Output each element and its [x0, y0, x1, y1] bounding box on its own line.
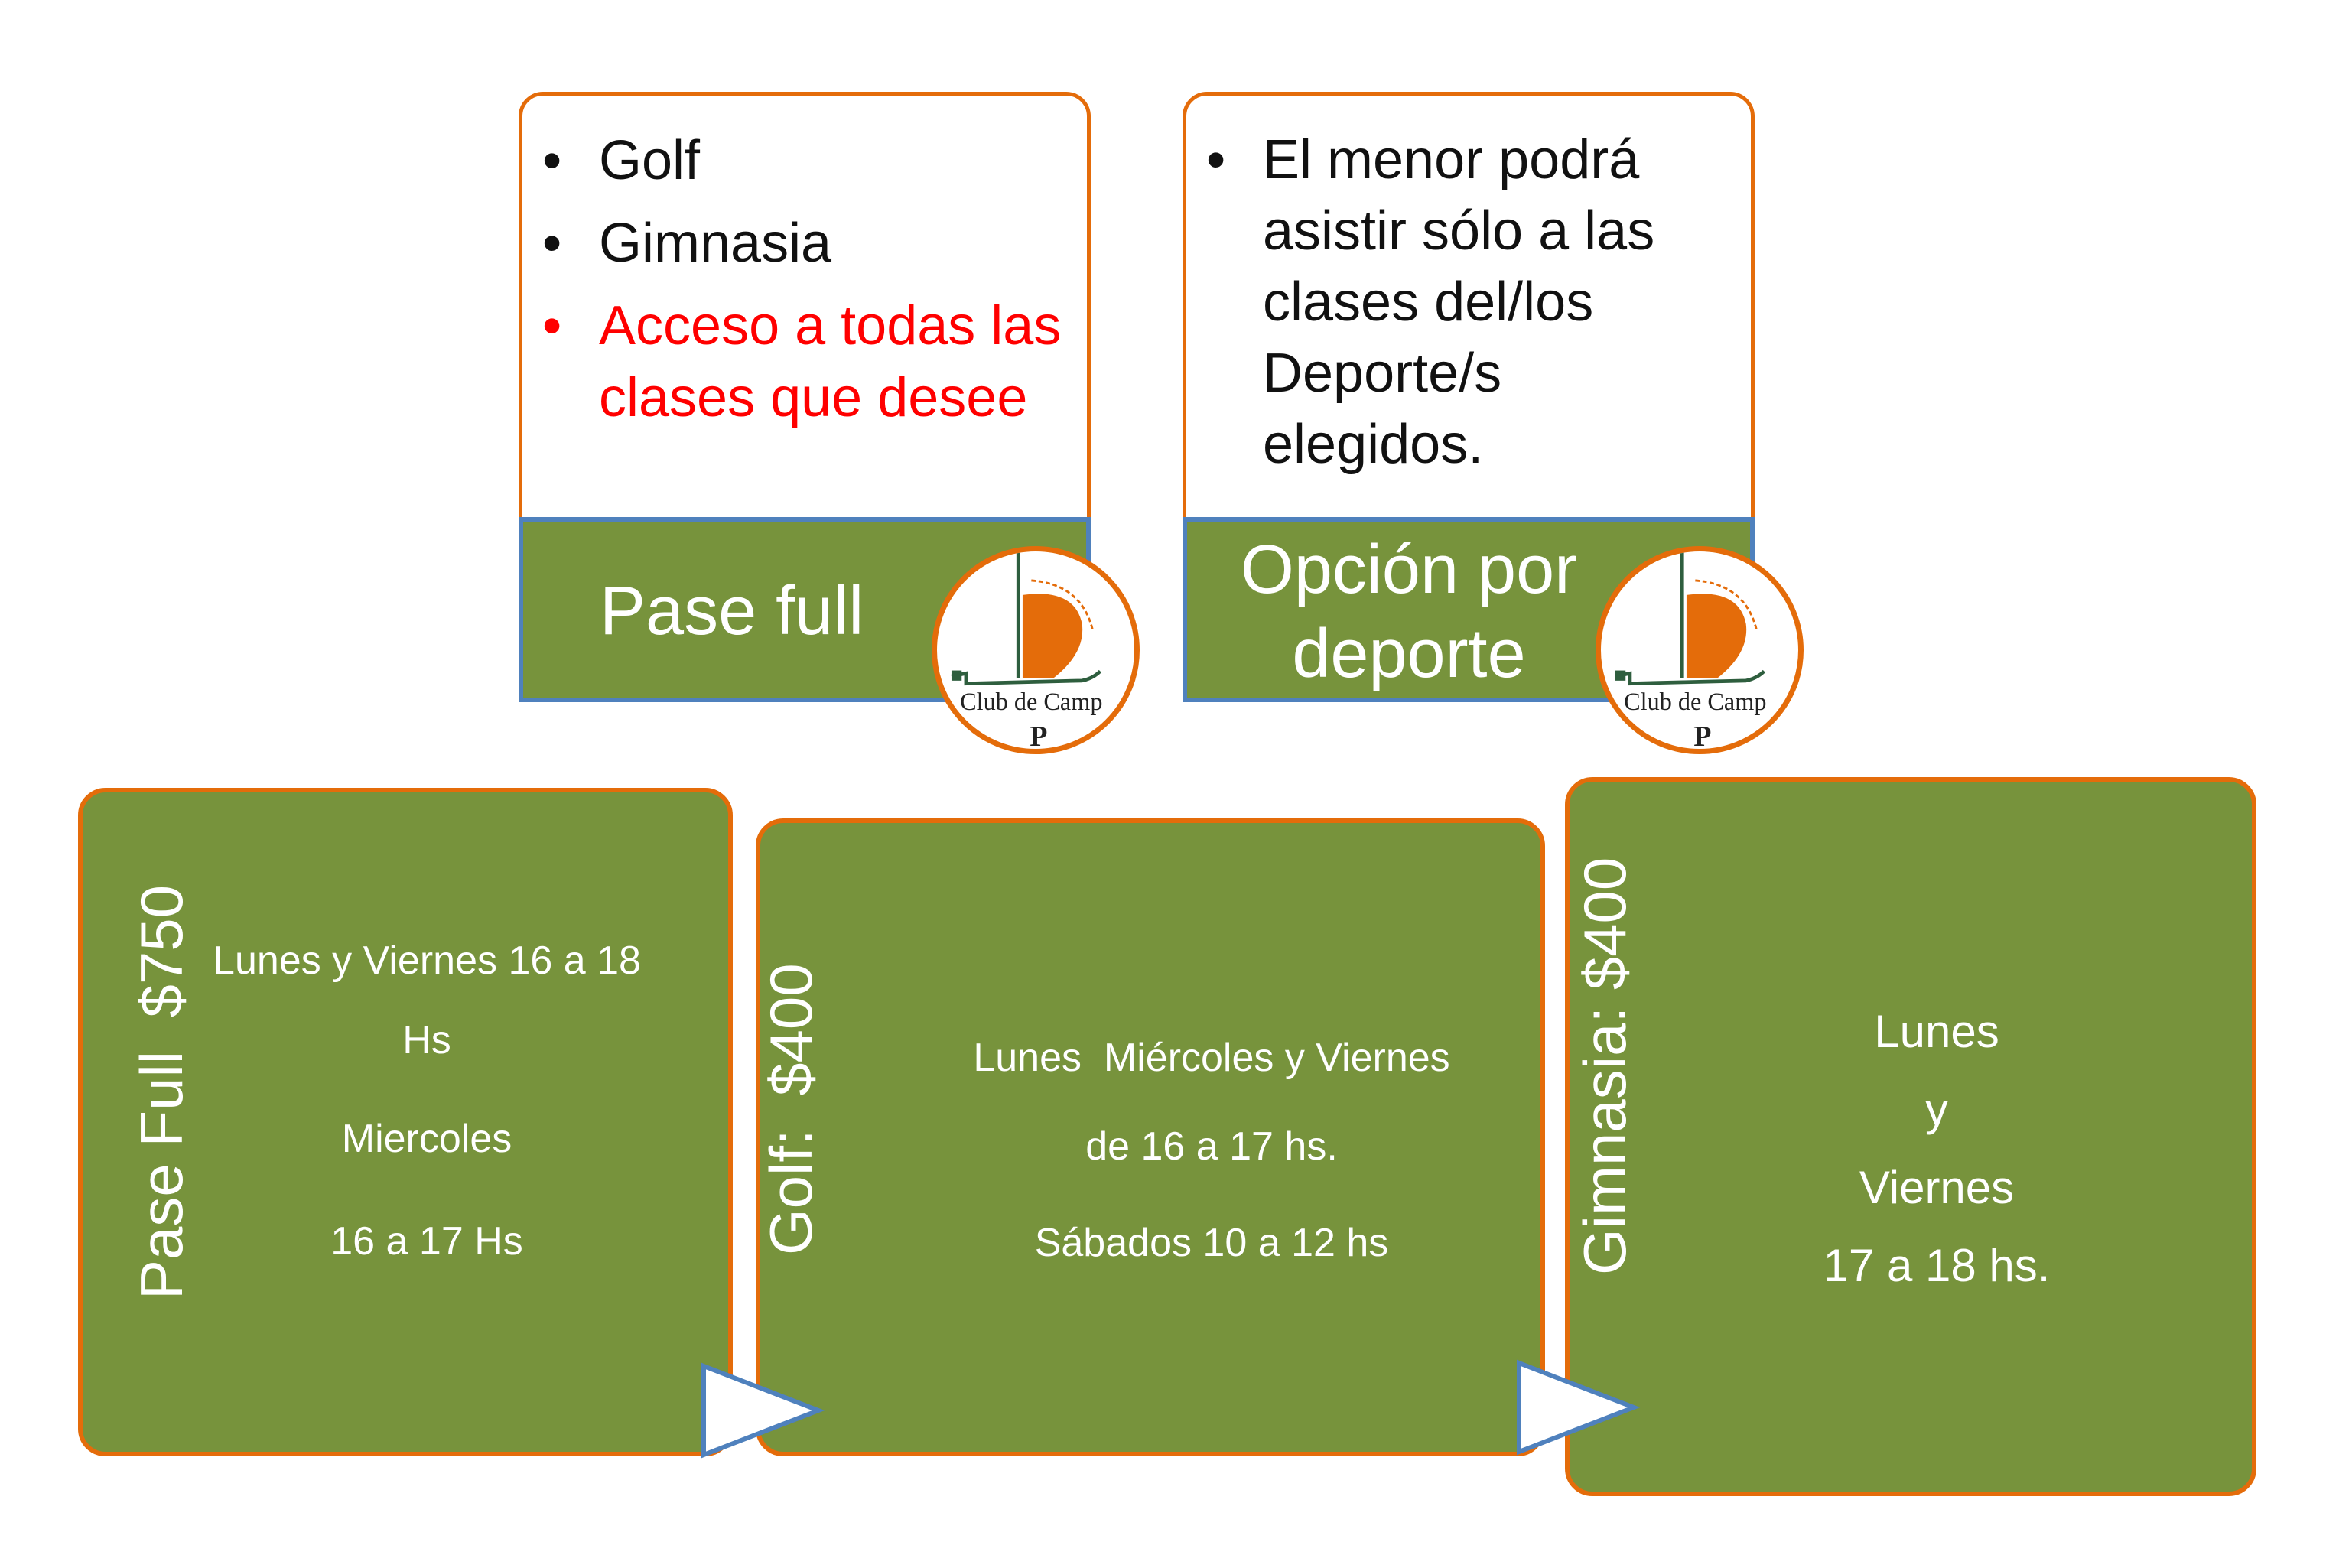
- opcion-bar-line1: Opción por: [1240, 532, 1578, 608]
- gimnasia-line-4: 17 a 18 hs.: [1823, 1240, 2051, 1291]
- opcion-line-4: Deporte/s: [1263, 343, 1502, 404]
- bullet-acceso-line1: Acceso a todas las: [522, 290, 1088, 362]
- golf-line-2: de 16 a 17 hs.: [1085, 1124, 1338, 1169]
- gimnasia-price-title: Gimnasia: $400: [1571, 857, 1638, 1275]
- opcion-bar-line2: deporte: [1292, 616, 1526, 692]
- pase-full-price-box: Pase Full $750 Lunes y Viernes 16 a 18 H…: [78, 788, 733, 1456]
- club-logo-right: Club de Camp P: [1596, 546, 1804, 754]
- bullet-golf: Golf: [522, 125, 1088, 197]
- bullet-gimnasia: Gimnasia: [522, 207, 1088, 279]
- golf-line-3: Sábados 10 a 12 hs: [1034, 1221, 1389, 1265]
- pase-full-line-3: Miercoles: [341, 1117, 512, 1161]
- bullet-acceso-line2: clases que desee: [522, 362, 1088, 434]
- opcion-deporte-bullet-text: • El menor podrá asistir sólo a las clas…: [1186, 125, 1752, 480]
- pase-full-line-4: 16 a 17 Hs: [330, 1219, 523, 1264]
- sailboat-logo-icon: Club de Camp P: [951, 551, 1102, 749]
- opcion-line-5: elegidos.: [1263, 414, 1484, 475]
- svg-text:P: P: [1030, 721, 1047, 749]
- opcion-line-3: clases del/los: [1263, 272, 1594, 333]
- gimnasia-line-3: Viernes: [1859, 1162, 2015, 1213]
- golf-price-box: Golf: $400 Lunes Miércoles y Viernes de …: [756, 818, 1545, 1456]
- pase-full-schedule: Lunes y Viernes 16 a 18 Hs Miercoles 16 …: [213, 921, 641, 1277]
- gimnasia-schedule: Lunes y Viernes 17 a 18 hs.: [1723, 993, 2151, 1305]
- pase-full-bar-label: Pase full: [600, 573, 864, 649]
- opcion-line-2: asistir sólo a las: [1263, 200, 1655, 262]
- bullet-dot: •: [1206, 129, 1226, 190]
- svg-text:P: P: [1693, 721, 1711, 749]
- golf-price-title: Golf: $400: [757, 963, 825, 1255]
- arrow-right-icon: [701, 1362, 825, 1459]
- gimnasia-line-2: y: [1925, 1084, 1948, 1135]
- svg-text:Club de Camp: Club de Camp: [960, 688, 1102, 715]
- golf-line-1: Lunes Miércoles y Viernes: [973, 1036, 1450, 1080]
- gimnasia-price-box: Gimnasia: $400 Lunes y Viernes 17 a 18 h…: [1565, 777, 2256, 1496]
- gimnasia-line-1: Lunes: [1874, 1006, 1999, 1057]
- arrow-right-icon: [1517, 1359, 1641, 1456]
- club-logo-left: Club de Camp P: [932, 546, 1140, 754]
- pase-full-line-2: Hs: [402, 1018, 451, 1062]
- bullet-acceso-line2-text: clases que desee: [599, 367, 1028, 428]
- opcion-line-1: El menor podrá: [1263, 129, 1640, 190]
- opcion-deporte-bar-label: Opción por deporte: [1218, 528, 1600, 696]
- pase-full-line-1: Lunes y Viernes 16 a 18: [213, 939, 641, 983]
- svg-text:Club de Camp: Club de Camp: [1624, 688, 1766, 715]
- pase-full-price-title: Pase Full $750: [128, 884, 195, 1300]
- pase-full-bullet-list: Golf Gimnasia Acceso a todas las clases …: [522, 125, 1088, 434]
- golf-schedule: Lunes Miércoles y Viernes de 16 a 17 hs.…: [913, 1031, 1510, 1270]
- sailboat-logo-icon: Club de Camp P: [1615, 551, 1766, 749]
